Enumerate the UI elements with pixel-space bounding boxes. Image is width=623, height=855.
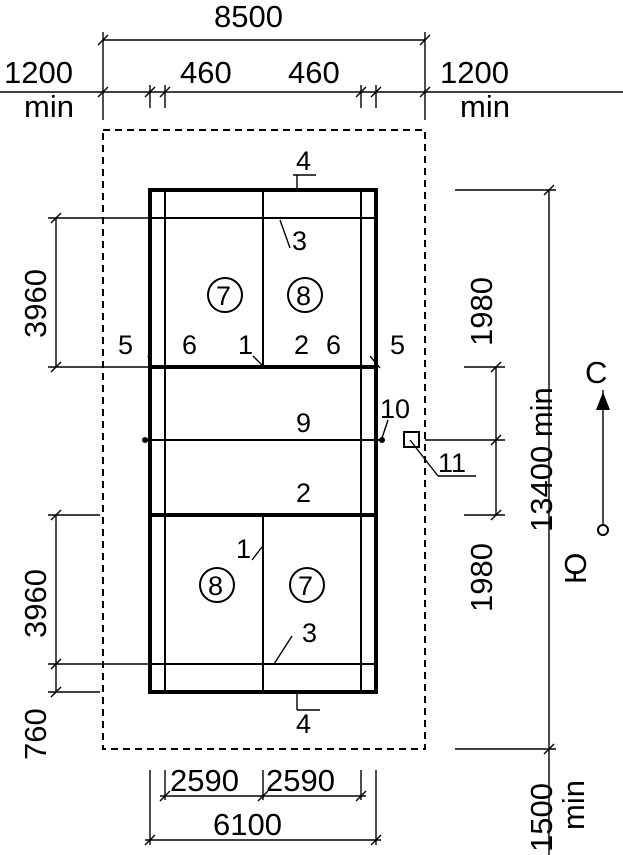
dim-bottom-left-half: 2590 <box>170 763 239 798</box>
circle-7-bottom <box>289 567 325 603</box>
label-11: 11 <box>438 448 466 478</box>
label-6-left: 6 <box>182 330 197 360</box>
circle-8-bottom-label: 8 <box>208 571 223 601</box>
label-6-right: 6 <box>326 330 341 360</box>
circle-8-top-label: 8 <box>296 281 311 311</box>
label-1-top: 1 <box>238 330 253 360</box>
label-5-right: 5 <box>390 330 405 360</box>
circle-7-top-label: 7 <box>216 281 231 311</box>
dim-right-bottom-span: 1980 <box>464 543 499 612</box>
dim-left-edge: 760 <box>18 708 53 760</box>
dim-bottom-total: 6100 <box>213 807 282 842</box>
circle-7-top <box>207 277 243 313</box>
compass-origin-icon <box>597 524 609 536</box>
dim-inner-right: 460 <box>288 55 340 90</box>
dim-top-total: 8500 <box>214 0 283 34</box>
label-3-top: 3 <box>292 226 307 256</box>
dim-right-total: 13400 min <box>524 387 559 532</box>
marker-square-11 <box>403 431 420 448</box>
circle-8-bottom <box>199 567 235 603</box>
label-4-bottom: 4 <box>296 709 311 739</box>
dim-inner-left: 460 <box>180 55 232 90</box>
dim-side-left: 1200 <box>4 55 73 90</box>
circle-7-bottom-label: 7 <box>298 571 313 601</box>
dim-bottom-right: 1500 <box>524 783 559 852</box>
dim-bottom-right-half: 2590 <box>266 763 335 798</box>
label-3-bottom: 3 <box>302 618 317 648</box>
label-2-mid: 2 <box>296 478 311 508</box>
compass-arrow-icon <box>596 392 610 410</box>
dim-left-bottom-span: 3960 <box>18 569 53 638</box>
dim-side-left-min: min <box>24 89 74 124</box>
dim-side-right: 1200 <box>440 55 509 90</box>
dim-left-top-span: 3960 <box>18 269 53 338</box>
label-9: 9 <box>296 408 311 438</box>
label-2-top: 2 <box>294 330 309 360</box>
circle-8-top <box>287 277 323 313</box>
dim-side-right-min: min <box>460 89 510 124</box>
site-boundary <box>102 129 426 750</box>
dim-right-top-span: 1980 <box>464 277 499 346</box>
compass-north-label: С <box>585 355 607 390</box>
compass-south-label: Ю <box>558 553 593 584</box>
label-10: 10 <box>380 394 410 424</box>
label-5-left: 5 <box>118 330 133 360</box>
dim-bottom-right-min: min <box>556 780 591 830</box>
label-1-bottom: 1 <box>236 534 251 564</box>
label-4-top: 4 <box>296 146 311 176</box>
